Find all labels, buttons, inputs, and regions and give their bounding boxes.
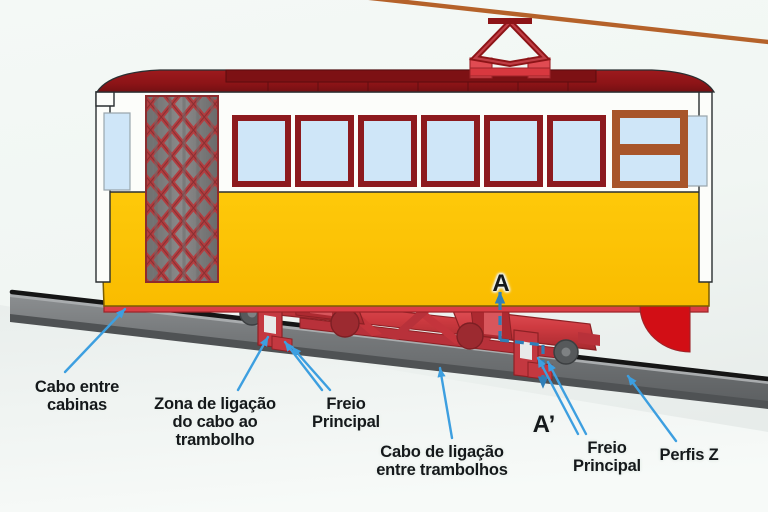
- right-end-window: [686, 115, 708, 187]
- leader-freio-principal-direito-a: [536, 356, 580, 436]
- gate-lattice: [147, 97, 217, 281]
- catenary-wire-group: [368, 0, 768, 45]
- window-1: [232, 115, 291, 187]
- scissor-gate-group: [145, 95, 219, 283]
- leader-freio-principal-esquerdo-b: [290, 345, 332, 392]
- truss-diagonal-2: [415, 310, 465, 344]
- label-cabo-entre-cabinas: Cabo entre cabinas: [34, 378, 120, 414]
- left-wheel-rear: [330, 308, 360, 338]
- left-brake-shoe: [271, 335, 293, 353]
- leader-zona-de-ligacao: [236, 335, 270, 392]
- tram-body-group: [95, 17, 716, 353]
- gate-vertical-slats: [154, 97, 214, 281]
- label-freio-principal-esquerdo: Freio Principal: [312, 395, 380, 431]
- window-5: [484, 115, 543, 187]
- truss-diagonal-3: [388, 305, 435, 340]
- left-eave-step: [95, 91, 115, 107]
- rail-foot-shadow: [10, 314, 768, 409]
- catenary-wire: [368, 0, 768, 45]
- right-truck-tail: [578, 332, 600, 346]
- ground-plane: [0, 305, 768, 512]
- left-brake-window: [264, 315, 276, 334]
- window-2: [295, 115, 354, 187]
- window-4: [421, 115, 480, 187]
- label-zona-de-ligacao: Zona de ligação do cabo ao trambolho: [154, 395, 276, 449]
- leader-perfis-z: [626, 374, 678, 443]
- right-brake-window: [520, 341, 532, 360]
- leader-line-group: [63, 307, 678, 443]
- label-perfis-z: Perfis Z: [659, 446, 719, 464]
- front-fender: [639, 305, 691, 353]
- leader-freio-principal-direito-b: [546, 360, 588, 436]
- window-row: [232, 115, 606, 187]
- cab-window: [612, 110, 688, 188]
- label-cabo-de-ligacao: Cabo de ligação entre trambolhos: [376, 443, 508, 479]
- leader-freio-principal-esquerdo-a: [283, 340, 324, 392]
- right-wheel-rear-hub: [561, 347, 571, 357]
- pantograph-collector-shoe: [488, 18, 532, 24]
- pantograph-group: [468, 17, 552, 79]
- leader-cabo-entre-cabinas: [63, 307, 127, 374]
- left-end-window: [103, 112, 131, 191]
- leader-cabo-de-ligacao: [437, 366, 454, 440]
- right-wheel-front: [456, 322, 484, 350]
- section-line-mid: [499, 338, 544, 347]
- window-6: [547, 115, 606, 187]
- window-3: [358, 115, 417, 187]
- gate-frame-outline: [145, 95, 219, 283]
- pantograph-base-bar: [469, 67, 551, 77]
- section-marker-a: A: [492, 270, 510, 297]
- pantograph-diamond-inner: [472, 20, 548, 66]
- roof-rib-group: [267, 82, 569, 91]
- section-marker-a-prime: A’: [532, 411, 556, 438]
- label-freio-principal-direito: Freio Principal: [573, 439, 641, 475]
